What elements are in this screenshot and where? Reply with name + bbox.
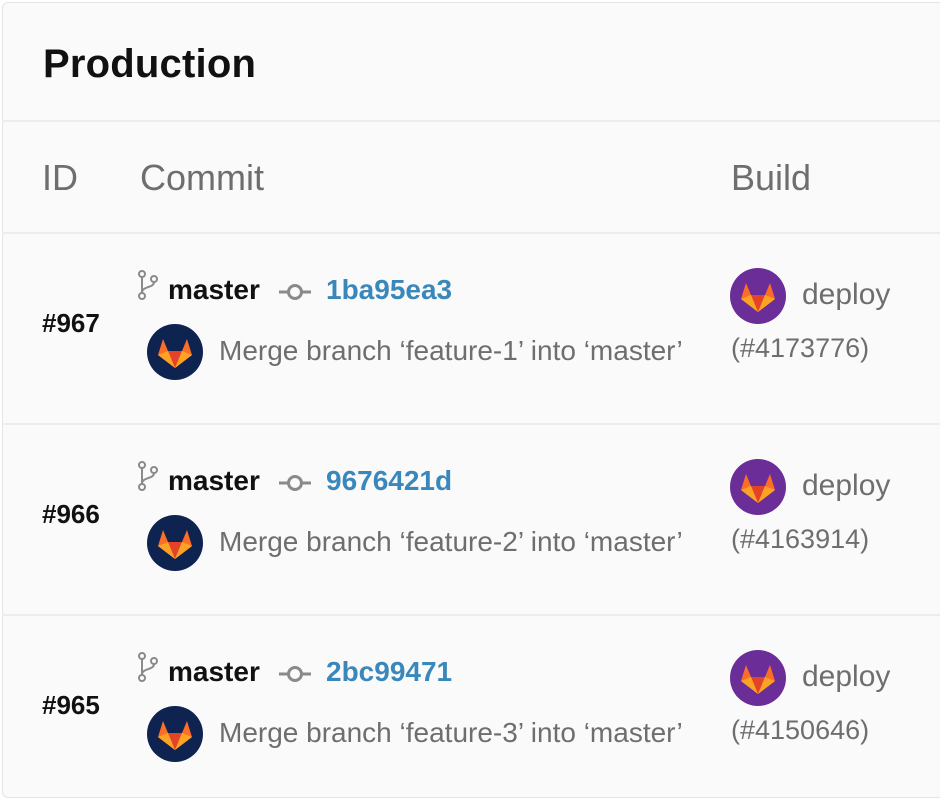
commit-message[interactable]: Merge branch ‘feature-1’ into ‘master’ — [219, 335, 683, 366]
table-row: #965 master 2bc99471 Merge branch ‘featu… — [0, 616, 940, 806]
avatar[interactable] — [730, 650, 786, 706]
gitlab-tanuki-logo — [158, 721, 192, 750]
divider — [2, 232, 940, 234]
divider — [2, 120, 940, 122]
avatar[interactable] — [147, 324, 203, 380]
column-header-commit: Commit — [140, 157, 264, 198]
build-job-id[interactable]: (#4150646) — [731, 715, 870, 745]
build-job-link[interactable]: deploy — [802, 278, 891, 311]
build-job-id[interactable]: (#4173776) — [731, 333, 870, 363]
avatar[interactable] — [147, 515, 203, 571]
build-job-link[interactable]: deploy — [802, 469, 891, 502]
gitlab-tanuki-logo — [158, 530, 192, 559]
commit-message[interactable]: Merge branch ‘feature-3’ into ‘master’ — [219, 717, 683, 748]
gitlab-tanuki-logo — [158, 339, 192, 368]
column-header-id: ID — [42, 157, 78, 198]
commit-sha-link[interactable]: 9676421d — [326, 465, 453, 496]
table-row: #967 master 1ba95ea3 Merge branch ‘featu… — [0, 234, 940, 424]
avatar[interactable] — [730, 459, 786, 515]
page-title: Production — [43, 42, 257, 86]
deployment-id: #966 — [42, 499, 100, 529]
gitlab-tanuki-logo — [741, 283, 775, 312]
divider — [2, 614, 940, 616]
branch-link[interactable]: master — [168, 274, 260, 305]
commit-message[interactable]: Merge branch ‘feature-2’ into ‘master’ — [219, 526, 683, 557]
git-commit-icon — [279, 475, 311, 491]
gitlab-tanuki-logo — [741, 474, 775, 503]
deployment-id: #965 — [42, 690, 100, 720]
build-job-id[interactable]: (#4163914) — [731, 524, 870, 554]
branch-link[interactable]: master — [168, 465, 260, 496]
gitlab-tanuki-logo — [741, 665, 775, 694]
deployment-id: #967 — [42, 308, 100, 338]
git-branch-icon — [138, 461, 158, 491]
git-commit-icon — [279, 284, 311, 300]
avatar[interactable] — [730, 268, 786, 324]
commit-sha-link[interactable]: 1ba95ea3 — [326, 274, 453, 305]
build-job-link[interactable]: deploy — [802, 660, 891, 693]
commit-sha-link[interactable]: 2bc99471 — [326, 656, 453, 687]
branch-link[interactable]: master — [168, 656, 260, 687]
avatar[interactable] — [147, 706, 203, 762]
git-commit-icon — [279, 666, 311, 682]
git-branch-icon — [138, 652, 158, 682]
git-branch-icon — [138, 270, 158, 300]
column-header-build: Build — [731, 157, 812, 198]
table-row: #966 master 9676421d Merge branch ‘featu… — [0, 425, 940, 615]
divider — [2, 423, 940, 425]
